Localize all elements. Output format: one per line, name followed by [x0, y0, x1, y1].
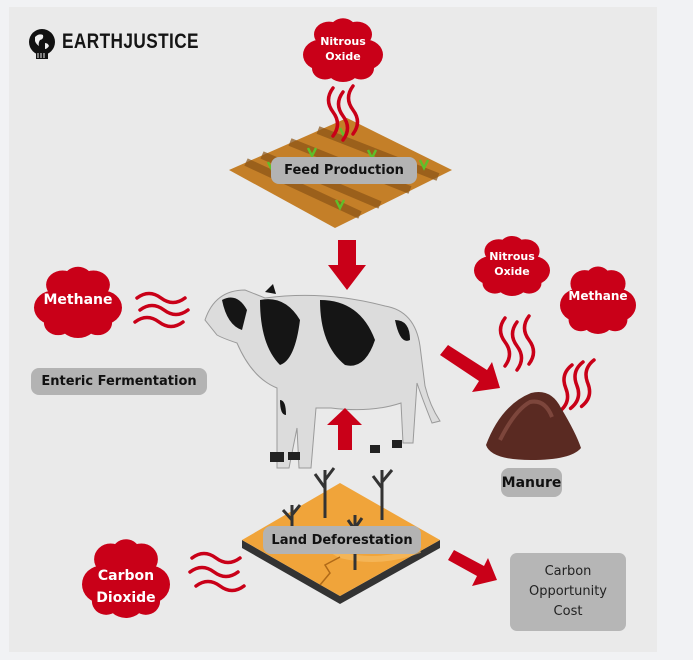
box-line: Cost [553, 604, 583, 620]
methane-enteric-text: Methane [43, 291, 113, 308]
arrow-up-icon [327, 408, 362, 450]
emission-line: Carbon [97, 567, 155, 584]
enteric-fermentation-label: Enteric Fermentation [31, 368, 207, 395]
emission-line: Nitrous [320, 35, 366, 49]
emission-line: Oxide [325, 50, 361, 63]
emission-line: Nitrous [489, 250, 535, 264]
box-line: Opportunity [528, 583, 607, 599]
manure-label: Manure [501, 468, 562, 497]
methane-manure-text: Methane [568, 288, 628, 303]
cow-illustration [204, 284, 441, 469]
earthjustice-logo: EARTHJUSTICE [62, 30, 199, 53]
carbon-dioxide-text: Carbon Dioxide [80, 562, 172, 612]
emission-line: Dioxide [96, 590, 156, 606]
land-deforestation-label: Land Deforestation [263, 526, 421, 554]
carbon-opportunity-cost-box: Carbon Opportunity Cost [510, 553, 626, 631]
methane-waves-manure [553, 357, 601, 415]
arrow-down-icon [328, 240, 366, 290]
methane-waves-enteric [133, 291, 190, 329]
feed-production-label: Feed Production [271, 157, 417, 184]
manure-pile-illustration [486, 392, 581, 460]
box-line: Carbon [544, 563, 592, 579]
carbon-dioxide-waves [188, 551, 246, 593]
nitrous-oxide-feed-text: Nitrous Oxide [300, 30, 386, 70]
emission-line: Oxide [494, 265, 530, 278]
earthjustice-globe-icon [29, 29, 55, 59]
arrow-to-manure-icon [440, 345, 500, 392]
nitrous-oxide-manure-text: Nitrous Oxide [470, 245, 554, 285]
arrow-to-opportunity-cost-icon [448, 550, 497, 586]
nitrous-oxide-waves-manure [498, 314, 536, 372]
